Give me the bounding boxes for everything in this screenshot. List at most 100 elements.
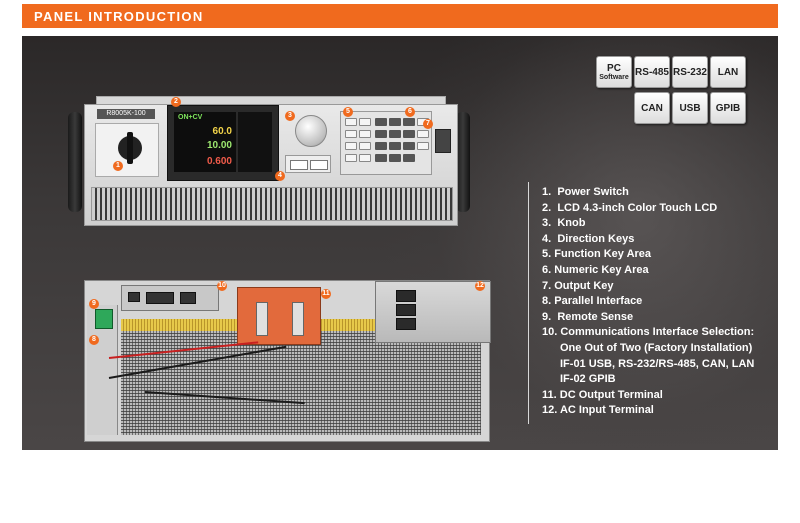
callout-9: 9 [89,299,99,309]
legend-text: LCD 4.3-inch Color Touch LCD [557,201,718,214]
remote-sense-connector [95,309,113,329]
numeric-key [403,130,415,138]
function-key [345,130,357,138]
badge-label: GPIB [715,102,741,114]
left-key [290,160,308,170]
numeric-key [403,142,415,150]
legend-text: Direction Keys [557,232,635,245]
lcd-voltage: 60.0 [212,126,232,137]
legend-text: One Out of Two (Factory Installation) [560,341,753,354]
numeric-key [375,118,387,126]
callout-4: 4 [275,171,285,181]
rear-body: 9 8 10 11 12 [84,280,491,442]
right-handle [456,112,470,212]
usb-port [128,292,140,302]
callout-8: 8 [89,335,99,345]
section-title: PANEL INTRODUCTION [34,8,204,24]
front-panel-image: R8005K-100 ON+CV 60.0 10.00 0.600 [64,80,476,228]
switch-lever [127,132,133,164]
legend-number: 1. [542,186,552,198]
legend-number: 2. [542,201,552,214]
legend-number: 10. [542,326,558,339]
legend-item: 5. Function Key Area [542,247,774,263]
badge-gpib: GPIB [710,92,746,124]
badge-label: PC [607,63,621,74]
legend-text: Remote Sense [557,310,634,323]
legend-text: Knob [557,217,586,230]
badge-can: CAN [634,92,670,124]
badge-label: USB [679,102,701,114]
callout-6: 6 [405,107,415,117]
legend-item: 8. Parallel Interface [542,294,774,310]
lcd-screen: ON+CV 60.0 10.00 0.600 [174,112,236,172]
numeric-key [389,118,401,126]
rear-side-panel [87,305,118,435]
legend-item: 4. Direction Keys [542,232,774,248]
legend-item: 10. Communications Interface Selection: [542,325,774,341]
numeric-key [375,154,387,162]
left-handle [68,112,82,212]
function-key [345,118,357,126]
lcd-power: 0.600 [206,156,232,167]
callout-1: 1 [113,161,123,171]
function-key [345,154,357,162]
numeric-key [375,130,387,138]
numeric-key [389,130,401,138]
legend-text: Communications Interface Selection: [560,326,755,339]
badge-rs485: RS-485 [634,56,670,88]
badge-rs232: RS-232 [672,56,708,88]
badge-label: RS-232 [673,66,707,78]
callout-7: 7 [423,119,433,129]
legend-number: 4. [542,232,552,245]
function-key [359,130,371,138]
front-top-edge [96,96,446,107]
rear-panel-image: 9 8 10 11 12 [84,280,504,448]
legend-text: DC Output Terminal [559,388,663,401]
badge-label: LAN [717,66,739,78]
serial-port [146,292,174,304]
lan-port [180,292,196,304]
legend-text: Function Key Area [554,248,652,261]
legend-item: 11. DC Output Terminal [542,388,774,404]
lcd-side-info [238,112,272,172]
legend-item: 12. AC Input Terminal [542,403,774,419]
legend-number: 12. [542,404,558,417]
function-numeric-keypad [340,111,432,175]
dc-output-terminal [237,287,321,345]
legend-text: Numeric Key Area [554,263,649,276]
right-key [310,160,328,170]
legend-text: Power Switch [557,186,629,198]
function-key [359,118,371,126]
legend-text: AC Input Terminal [559,404,654,417]
legend-text: Output Key [554,279,614,292]
ac-port [396,318,416,330]
function-key [359,154,371,162]
product-panel: PC Software RS-485 RS-232 LAN CAN USB GP… [22,36,778,450]
model-plate: R8005K-100 [97,109,155,119]
legend-item: 3. Knob [542,216,774,232]
callout-10: 10 [217,281,227,291]
legend-number: 5. [542,248,552,261]
legend-number: 9. [542,310,552,323]
numeric-key [389,154,401,162]
callout-11: 11 [321,289,331,299]
lcd-current: 10.00 [206,140,232,151]
function-key [359,142,371,150]
badge-lan: LAN [710,56,746,88]
function-key [417,142,429,150]
legend-text: Parallel Interface [554,295,643,308]
legend-list: 1. Power Switch 2. LCD 4.3-inch Color To… [542,185,774,419]
legend-number: 8. [542,295,552,308]
badge-label: CAN [641,102,663,114]
callout-2: 2 [171,97,181,107]
legend-item: 6. Numeric Key Area [542,263,774,279]
legend-number: 6. [542,263,552,276]
lcd-frame: ON+CV 60.0 10.00 0.600 [167,105,279,181]
function-key [345,142,357,150]
numeric-key [403,154,415,162]
callout-12: 12 [475,281,485,291]
numeric-key [375,142,387,150]
dc-bus-bar [292,302,304,336]
legend-item-continued: IF-01 USB, RS-232/RS-485, CAN, LAN [542,357,774,373]
